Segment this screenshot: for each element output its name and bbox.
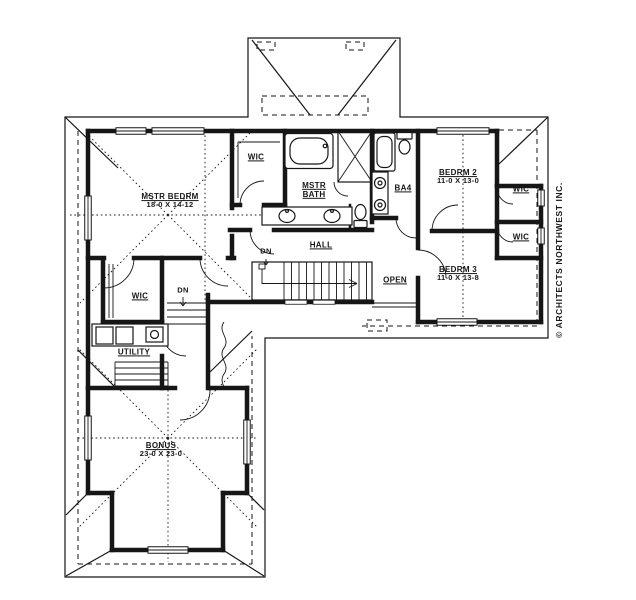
- closet-rod-lines: [108, 141, 280, 318]
- ba4-toilet-icon: [396, 131, 413, 155]
- ba4-tub-icon: [373, 132, 396, 172]
- door-swing-arcs: [103, 180, 514, 421]
- shower-icon: [337, 130, 373, 183]
- bathtub-icon: [284, 132, 334, 170]
- roof-hip-lines: [64, 116, 549, 577]
- toilet-icon: [353, 203, 368, 229]
- ba4-vanity-icon: [371, 171, 389, 215]
- main-staircase: [251, 259, 373, 301]
- interior-walls: [85, 128, 544, 391]
- open-rail: [372, 302, 418, 308]
- windows: [84, 127, 545, 554]
- left-staircase: [167, 297, 206, 325]
- shelves-icon: [114, 361, 169, 387]
- washer-dryer-icon: [91, 323, 169, 347]
- roof-outline: [64, 37, 549, 578]
- ceiling-dashed-lines: [70, 131, 464, 562]
- double-vanity-icon: [261, 206, 353, 226]
